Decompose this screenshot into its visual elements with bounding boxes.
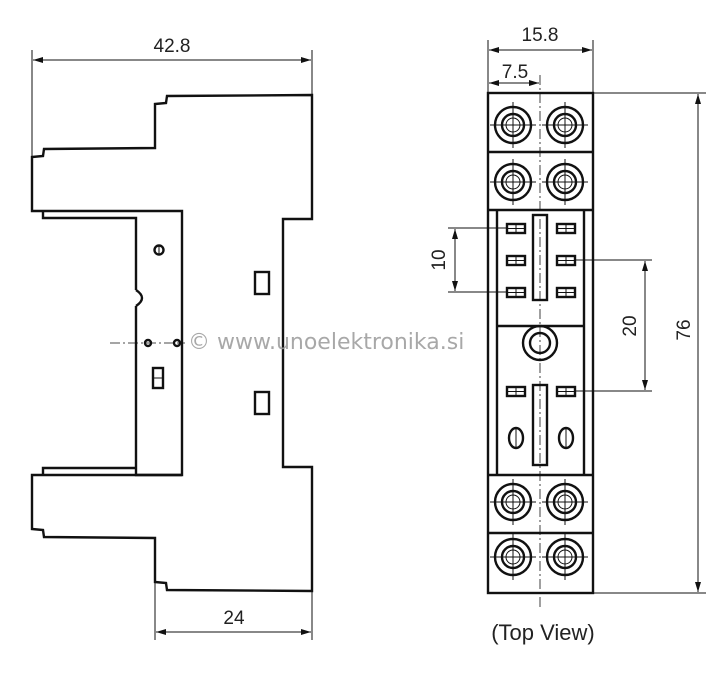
dim-top-width: 15.8: [522, 25, 559, 46]
watermark: © www.unoelektronika.si: [188, 330, 464, 355]
side-view: 42.8 24: [30, 36, 314, 640]
top-view: 15.8 7.5 76 10 20: [429, 25, 706, 610]
dim-row-spacing: 20: [620, 315, 641, 336]
view-caption: (Top View): [491, 620, 595, 645]
dim-half-width: 7.5: [502, 62, 528, 83]
dim-side-width: 42.8: [154, 36, 191, 57]
dim-total-length: 76: [674, 319, 695, 340]
dim-pin-pitch: 10: [429, 249, 450, 270]
dim-side-base: 24: [223, 608, 245, 629]
